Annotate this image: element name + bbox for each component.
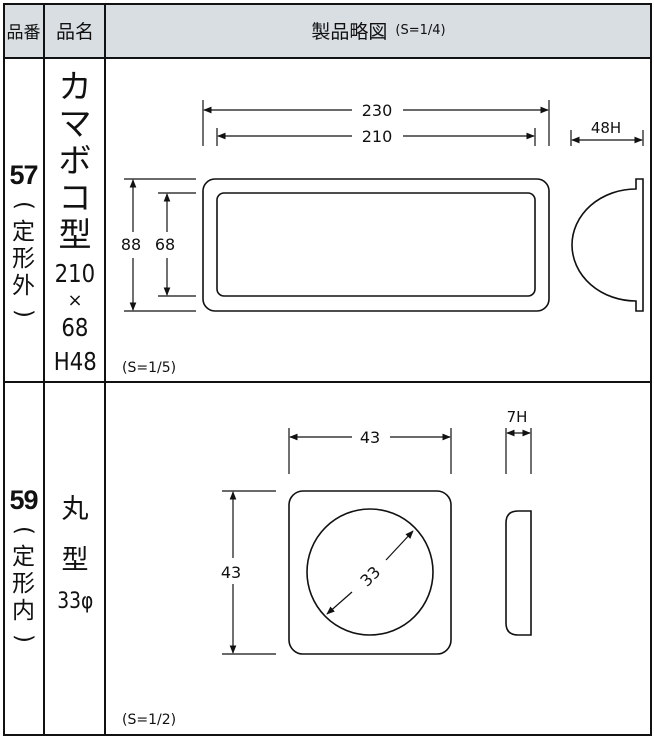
product-dimension: 33φ: [56, 589, 94, 614]
tray-side-profile: [571, 178, 644, 312]
dim-label-230: 230: [362, 101, 393, 120]
tray-outer-outline: [202, 178, 550, 312]
header-name-label: 品名: [55, 21, 94, 43]
cup-outer-outline: [288, 490, 452, 655]
header-name: 品名: [45, 3, 105, 58]
dim-label-210: 210: [362, 127, 393, 146]
category-char: 外: [12, 273, 35, 299]
row-59-scale: (S=1/2): [122, 712, 177, 728]
header-number-label: 品番: [6, 23, 41, 43]
cup-side-profile: [505, 510, 532, 636]
row-59-number-cell: 59 ( 定 形 内 ): [3, 485, 44, 651]
row-57-scale: (S=1/5): [122, 360, 177, 376]
tray-inner-outline: [216, 192, 536, 297]
dim-label-33: 33: [356, 562, 384, 590]
row-57-name-cell: カ マ ボ コ 型 210 × 68 H48: [45, 68, 105, 377]
product-name-char: 型: [58, 215, 92, 254]
product-name-char: カ: [58, 67, 92, 106]
table-header: [3, 3, 652, 58]
header-divider: [3, 57, 652, 59]
header-drawing-label: 製品略図: [311, 21, 388, 43]
dim-label-48h: 48H: [591, 119, 621, 137]
dim-line-33-upper: [385, 530, 414, 561]
header-drawing-scale: (S=1/4): [395, 23, 446, 38]
product-name-char: 型: [61, 545, 89, 576]
dim-label-43-width: 43: [360, 428, 380, 447]
product-name-char: ボ: [58, 141, 92, 180]
category-char: 定: [12, 219, 35, 245]
cup-inner-circle: [306, 508, 434, 636]
row-59-name-cell: 丸 型 33φ: [45, 491, 105, 617]
table-border-bottom: [3, 734, 652, 736]
row-divider: [3, 381, 652, 383]
product-name-char: 丸: [61, 494, 89, 525]
dim-line-33-lower: [326, 591, 353, 615]
table-border-left: [3, 3, 5, 736]
category-char: 形: [12, 571, 35, 597]
product-name-char: マ: [58, 104, 92, 143]
header-number: 品番: [3, 3, 44, 58]
header-drawing: 製品略図 (S=1/4): [106, 3, 651, 58]
table-border-top: [3, 3, 652, 5]
category-char: 定: [12, 544, 35, 570]
product-number: 59: [9, 485, 38, 515]
column-divider-number: [43, 3, 45, 736]
product-number: 57: [9, 160, 38, 190]
product-dimension: H48: [53, 347, 97, 376]
dim-label-43-height: 43: [221, 563, 241, 582]
product-dimension: 68: [61, 313, 89, 342]
product-name-char: コ: [58, 178, 92, 217]
dim-label-68: 68: [155, 235, 175, 254]
column-divider-name: [104, 3, 106, 736]
table-border-right: [650, 3, 652, 736]
category-char: 内: [12, 598, 35, 624]
product-dimension-times: ×: [67, 290, 83, 311]
product-dimension: 210: [54, 259, 96, 288]
dim-label-7h: 7H: [507, 408, 528, 426]
category-char: 形: [12, 246, 35, 272]
row-57-number-cell: 57 ( 定 形 外 ): [3, 160, 44, 326]
dim-label-88: 88: [121, 235, 141, 254]
